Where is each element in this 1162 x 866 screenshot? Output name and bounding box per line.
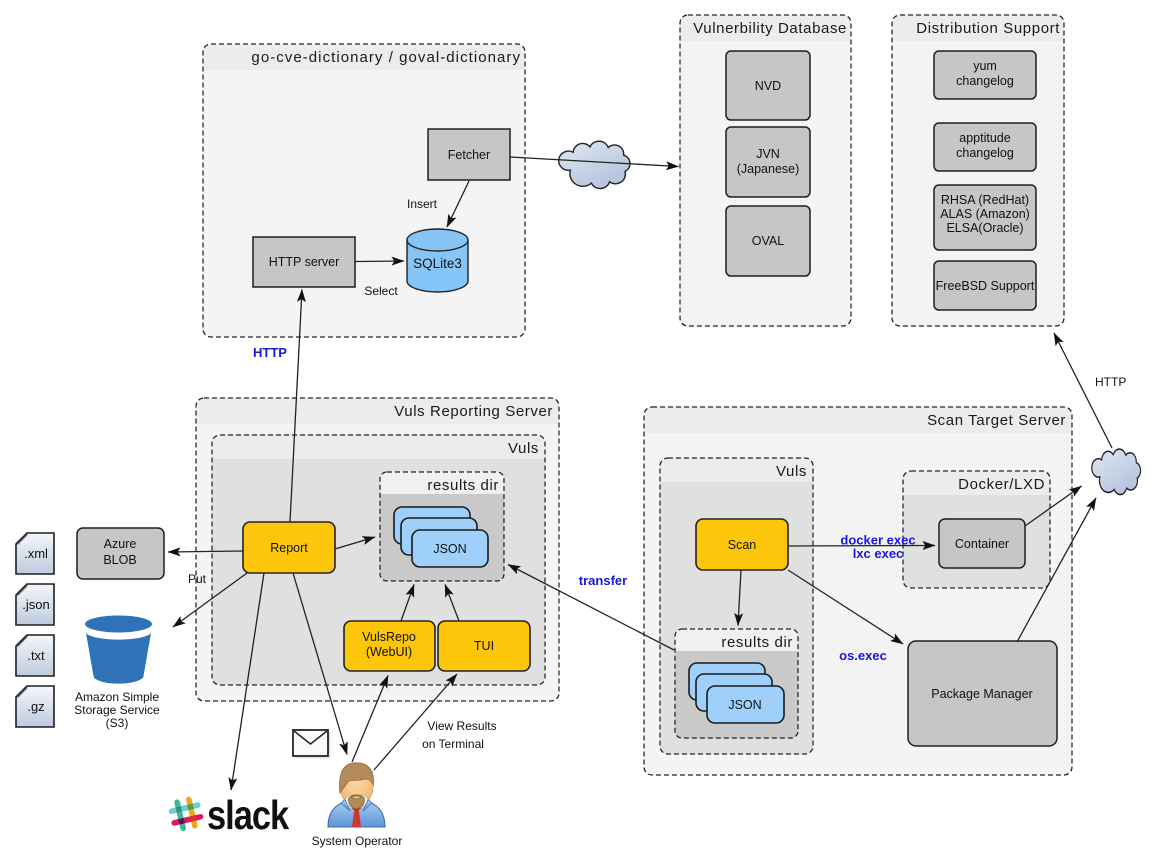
svg-text:JSON: JSON — [433, 542, 466, 556]
svg-text:slack: slack — [207, 793, 290, 838]
svg-text:NVD: NVD — [755, 79, 781, 93]
svg-text:changelog: changelog — [956, 146, 1014, 160]
svg-text:lxc exec: lxc exec — [853, 546, 904, 561]
svg-text:Storage Service: Storage Service — [74, 703, 160, 717]
svg-text:Container: Container — [955, 537, 1009, 551]
svg-text:JVN: JVN — [756, 147, 780, 161]
svg-text:VulsRepo: VulsRepo — [362, 630, 416, 644]
svg-text:on Terminal: on Terminal — [422, 737, 484, 751]
svg-text:Report: Report — [270, 541, 308, 555]
svg-text:Azure: Azure — [104, 537, 137, 551]
svg-text:Select: Select — [364, 284, 398, 298]
svg-text:Vuls Reporting Server: Vuls Reporting Server — [394, 403, 553, 420]
svg-text:View Results: View Results — [427, 719, 496, 733]
svg-text:Vuls: Vuls — [508, 440, 539, 457]
svg-text:ALAS (Amazon): ALAS (Amazon) — [940, 207, 1030, 221]
svg-text:(Japanese): (Japanese) — [737, 162, 800, 176]
svg-text:.txt: .txt — [27, 648, 45, 663]
svg-text:BLOB: BLOB — [103, 553, 136, 567]
svg-text:results dir: results dir — [721, 634, 793, 651]
svg-text:(WebUI): (WebUI) — [366, 645, 412, 659]
svg-text:transfer: transfer — [579, 573, 627, 588]
svg-text:TUI: TUI — [474, 639, 494, 653]
svg-text:RHSA (RedHat): RHSA (RedHat) — [941, 193, 1029, 207]
svg-text:docker exec: docker exec — [840, 533, 915, 548]
svg-text:HTTP server: HTTP server — [269, 255, 340, 269]
svg-text:HTTP: HTTP — [1095, 375, 1126, 389]
svg-text:.xml: .xml — [24, 546, 48, 561]
svg-text:ELSA(Oracle): ELSA(Oracle) — [946, 221, 1023, 235]
svg-text:System Operator: System Operator — [312, 834, 403, 848]
svg-text:Scan Target Server: Scan Target Server — [927, 412, 1066, 429]
svg-text:Insert: Insert — [407, 197, 438, 211]
svg-text:Distribution Support: Distribution Support — [916, 20, 1060, 37]
svg-text:changelog: changelog — [956, 74, 1014, 88]
svg-text:yum: yum — [973, 59, 997, 73]
svg-text:.json: .json — [22, 597, 49, 612]
svg-text:HTTP: HTTP — [253, 345, 287, 360]
svg-text:(S3): (S3) — [106, 716, 129, 730]
svg-text:SQLite3: SQLite3 — [413, 256, 462, 271]
svg-text:go-cve-dictionary / goval-dict: go-cve-dictionary / goval-dictionary — [251, 49, 521, 66]
svg-text:Vulnerbility Database: Vulnerbility Database — [693, 20, 847, 37]
svg-text:Fetcher: Fetcher — [448, 148, 490, 162]
svg-text:results dir: results dir — [427, 477, 499, 494]
svg-text:Put: Put — [188, 572, 207, 586]
svg-text:Amazon Simple: Amazon Simple — [75, 690, 159, 704]
svg-text:Package Manager: Package Manager — [931, 687, 1032, 701]
svg-text:Vuls: Vuls — [776, 463, 807, 480]
svg-text:Scan: Scan — [728, 538, 757, 552]
svg-text:JSON: JSON — [728, 698, 761, 712]
svg-text:apptitude: apptitude — [959, 131, 1010, 145]
svg-text:Docker/LXD: Docker/LXD — [958, 476, 1045, 493]
svg-text:OVAL: OVAL — [752, 234, 784, 248]
svg-text:.gz: .gz — [27, 699, 44, 714]
svg-text:FreeBSD Support: FreeBSD Support — [936, 279, 1035, 293]
svg-text:os.exec: os.exec — [839, 648, 887, 663]
